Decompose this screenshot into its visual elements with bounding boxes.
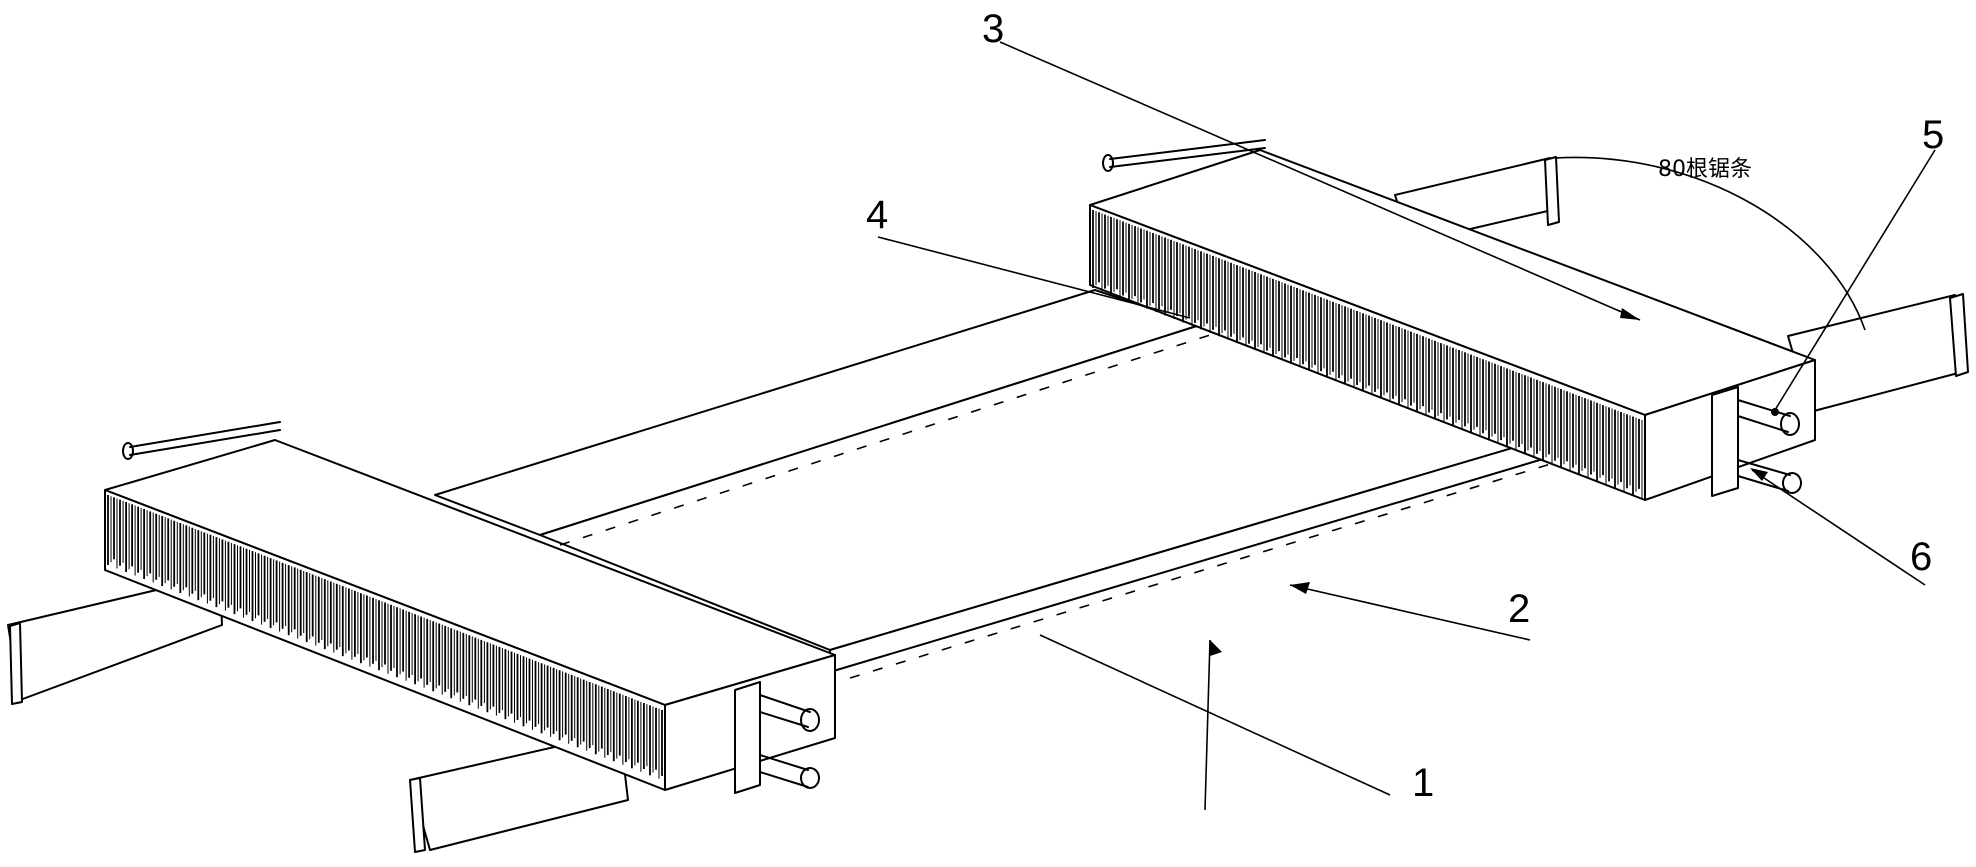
callout-1: 1 xyxy=(1412,761,1434,805)
callout-6: 6 xyxy=(1910,535,1932,579)
callout-3: 3 xyxy=(982,7,1004,51)
callout-4: 4 xyxy=(866,193,888,237)
callout-2: 2 xyxy=(1508,587,1530,631)
callout-leaders xyxy=(877,41,1936,811)
callout-5: 5 xyxy=(1922,113,1944,157)
saw-blade-count-arc xyxy=(1554,156,1866,331)
saw-blade-count-note: 80根锯条 xyxy=(1658,157,1752,182)
right-clamp-block xyxy=(1089,139,1816,501)
left-clamp-block xyxy=(104,421,836,794)
front-rail xyxy=(7,574,629,853)
